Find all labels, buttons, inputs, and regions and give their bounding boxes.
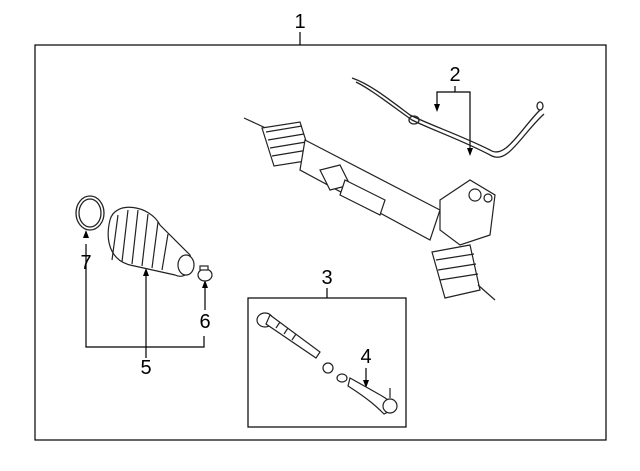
callout-2: 2 (449, 64, 461, 86)
callout-1: 1 (294, 11, 306, 33)
steering-rack-assembly (243, 117, 496, 301)
inner-tie-rod-part-3 (256, 312, 334, 374)
leader-5 (85, 244, 205, 358)
callout-6: 6 (199, 311, 211, 333)
tie-rod-end-part-4 (336, 373, 398, 415)
clamp-ring-part-7 (75, 195, 105, 231)
hose-lines-part-2 (351, 77, 545, 158)
leader-2 (436, 86, 471, 152)
callout-5: 5 (140, 357, 152, 379)
callout-7: 7 (80, 252, 92, 274)
boot-part-5 (107, 206, 195, 277)
clamp-part-6 (197, 265, 213, 282)
callout-4: 4 (360, 346, 372, 368)
assembly-frame (34, 44, 607, 441)
callout-3: 3 (321, 267, 333, 289)
